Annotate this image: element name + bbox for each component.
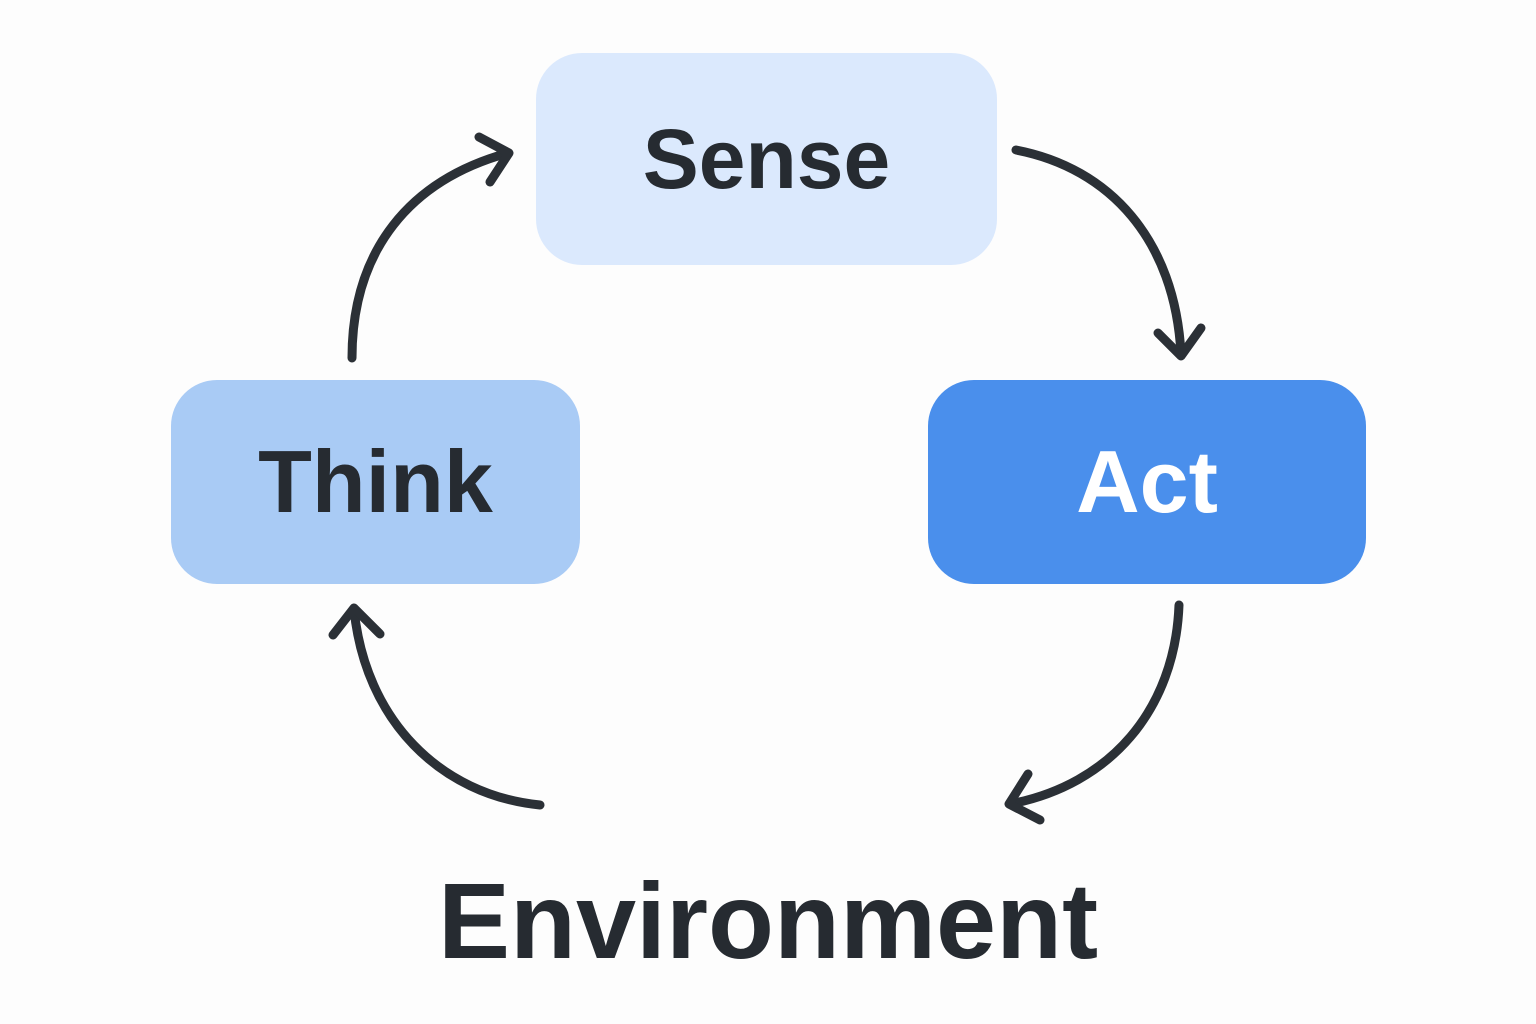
- arrow-act-to-environment: [1004, 600, 1184, 825]
- sense-node: Sense: [536, 53, 997, 265]
- act-node: Act: [928, 380, 1366, 584]
- think-label: Think: [258, 432, 493, 531]
- arrow-think-to-sense: [347, 132, 514, 363]
- arrow-sense-to-act: [1011, 145, 1206, 361]
- arrow-environment-to-think: [328, 603, 545, 810]
- think-node: Think: [171, 380, 580, 584]
- act-label: Act: [1076, 432, 1218, 531]
- environment-label: Environment: [437, 860, 1099, 981]
- sense-label: Sense: [642, 111, 891, 206]
